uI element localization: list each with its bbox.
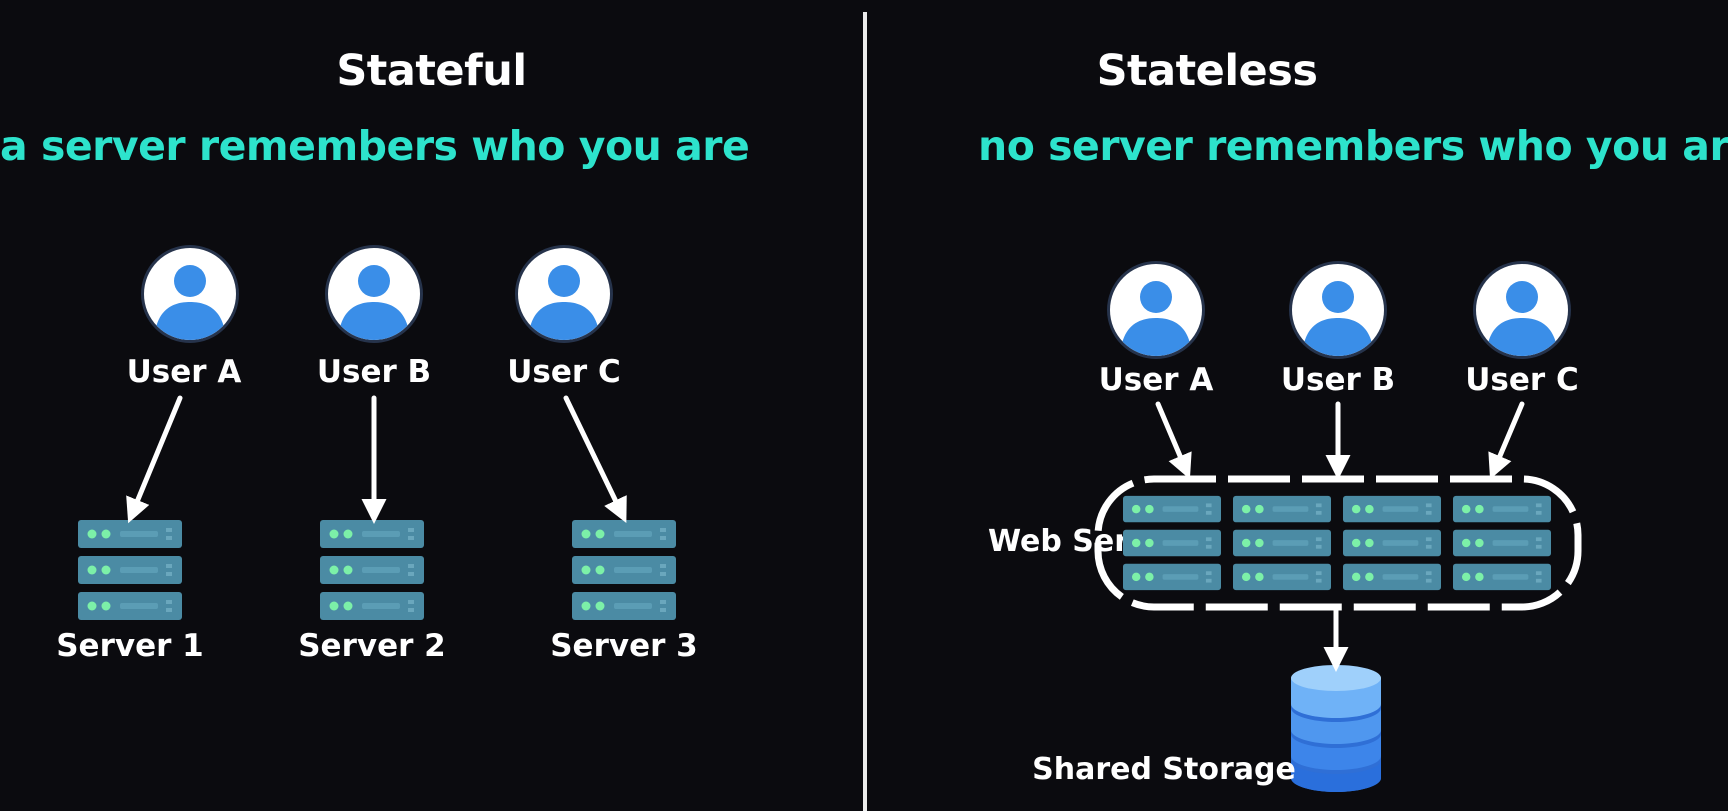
web-server-3-rack-icon xyxy=(1343,493,1441,593)
shared-storage-label: Shared Storage xyxy=(1032,752,1296,787)
server-1-label: Server 1 xyxy=(56,628,204,664)
server-3-rack-icon xyxy=(572,520,676,620)
web-server-4-rack-icon xyxy=(1453,493,1551,593)
server-2-rack-icon xyxy=(320,520,424,620)
server-1-rack-icon xyxy=(78,520,182,620)
user-a-label: User A xyxy=(126,354,242,390)
user-c-label: User C xyxy=(507,354,621,390)
stateless-subtitle: no server remembers who you are xyxy=(978,122,1728,170)
server-3-label: Server 3 xyxy=(550,628,698,664)
user-c-avatar-icon xyxy=(518,248,610,340)
stateless-user-a-label: User A xyxy=(1098,362,1214,398)
user-a-avatar-icon xyxy=(1110,264,1202,356)
arrow-user-c-web-servers xyxy=(1488,401,1525,480)
stateful-title: Stateful xyxy=(336,46,527,96)
shared-storage-database-icon xyxy=(1287,664,1385,796)
user-a-avatar-icon xyxy=(144,248,236,340)
user-b-avatar-icon xyxy=(328,248,420,340)
stateless-title: Stateless xyxy=(1096,46,1318,96)
user-c-avatar-icon xyxy=(1476,264,1568,356)
web-servers-group-outline xyxy=(1094,475,1582,611)
web-server-1-rack-icon xyxy=(1123,493,1221,593)
arrow-user-c-server-3 xyxy=(563,395,627,524)
stateful-subtitle: a server remembers who you are xyxy=(0,122,750,170)
user-b-label: User B xyxy=(316,354,432,390)
arrow-user-a-server-1 xyxy=(126,395,183,524)
panel-divider xyxy=(863,12,867,811)
user-b-avatar-icon xyxy=(1292,264,1384,356)
stateless-user-b-label: User B xyxy=(1280,362,1396,398)
web-server-2-rack-icon xyxy=(1233,493,1331,593)
stateless-user-c-label: User C xyxy=(1465,362,1579,398)
server-2-label: Server 2 xyxy=(298,628,446,664)
arrow-user-a-web-servers xyxy=(1155,401,1192,480)
